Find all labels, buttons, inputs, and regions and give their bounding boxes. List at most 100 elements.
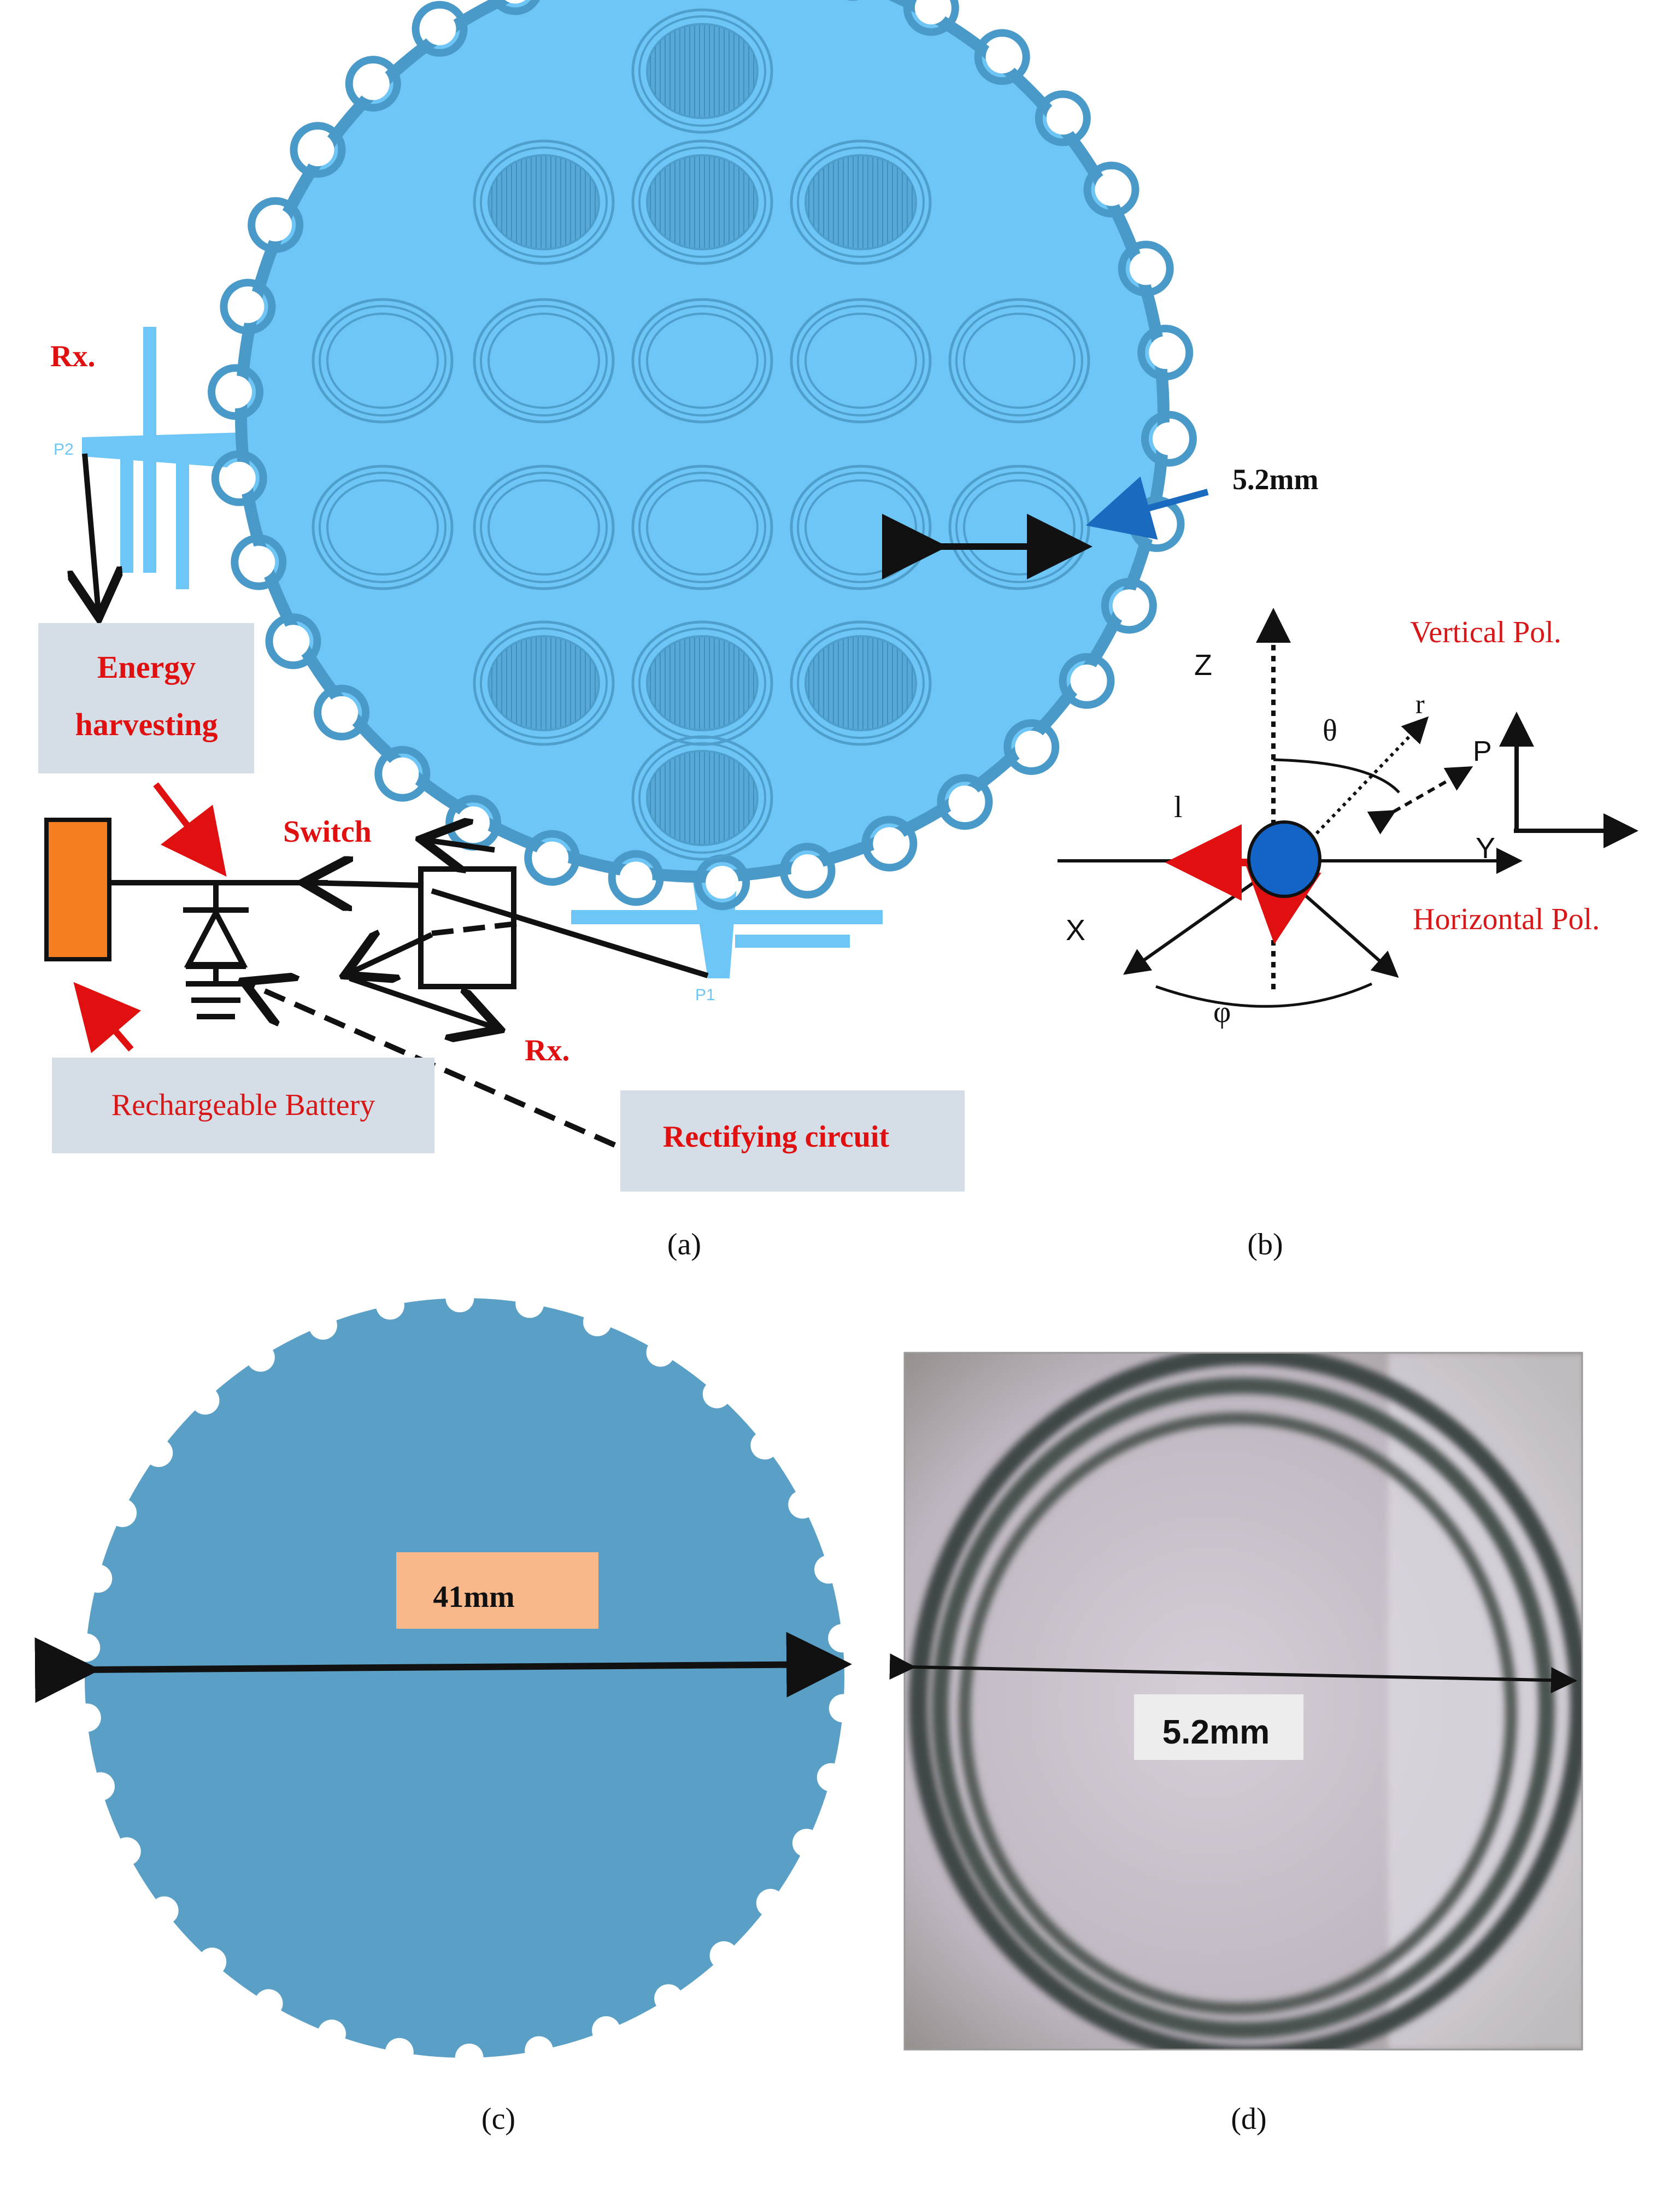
caption-a: (a) <box>667 1228 701 1261</box>
scallop-rim <box>903 0 959 36</box>
scallop-rim <box>1118 240 1174 297</box>
scallop-notch <box>914 0 948 25</box>
scallop-notch <box>317 2020 346 2049</box>
ring-middle <box>480 627 608 739</box>
scallop-notch <box>583 1307 612 1336</box>
scallop-notch <box>277 625 310 658</box>
ring-outer <box>473 620 615 746</box>
dipole-node <box>1247 820 1321 898</box>
ring-middle <box>638 146 766 258</box>
ring-outer <box>473 465 615 590</box>
panel-c: 41mm (c) <box>34 1284 857 2136</box>
ring-diameter-label-box <box>1134 1694 1303 1760</box>
ring-inner <box>646 635 759 731</box>
scallop-rim <box>1059 653 1115 709</box>
switch-label: Switch <box>283 815 372 849</box>
energy-harvesting-label-2: harvesting <box>75 707 218 742</box>
r-label: r <box>1415 689 1425 719</box>
ring-middle <box>480 305 608 416</box>
ring-inner <box>804 313 917 409</box>
scallop-notch <box>1015 730 1048 764</box>
energy-line2: harvesting <box>75 707 218 742</box>
ring-middle <box>319 472 447 583</box>
scallop-notch <box>423 12 456 45</box>
x-label: X <box>1066 914 1085 947</box>
rx-to-harvest-arrow <box>85 453 98 612</box>
vertical-pol-label: Vertical Pol. <box>1410 615 1561 649</box>
ring-middle <box>797 146 925 258</box>
phi-label: φ <box>1213 995 1231 1029</box>
ring-inner <box>804 154 917 250</box>
ring-inner <box>963 313 1076 409</box>
scallop-notch <box>386 757 419 790</box>
scallop-rim <box>694 854 750 911</box>
ring-outer <box>631 139 773 265</box>
y-label: Y <box>1476 832 1495 865</box>
scallop-rim <box>314 684 370 741</box>
scallop-notch <box>84 1564 113 1593</box>
ring-inner <box>487 313 600 409</box>
ring-inner <box>646 479 759 576</box>
ring-inner <box>804 635 917 731</box>
scallop-rim <box>220 279 276 335</box>
ring-inner <box>487 635 600 731</box>
scallop-notch <box>254 1989 283 2018</box>
rectifier-circuit <box>109 880 328 1019</box>
ring-inner <box>326 479 439 576</box>
scallop-notch <box>1149 336 1182 369</box>
scallop-rim <box>1141 410 1197 467</box>
energy-line1: Energy <box>97 649 196 685</box>
scallop-notch <box>219 375 252 409</box>
ring-outer <box>948 298 1090 424</box>
scallop-notch <box>702 1380 731 1408</box>
scallop-rim <box>265 613 321 670</box>
scallop-notch <box>985 40 1019 74</box>
ring-inner <box>487 479 600 576</box>
scallop-notch <box>385 2038 414 2067</box>
phi-arc <box>1155 982 1373 1008</box>
scallop-rim <box>290 122 346 178</box>
ring-inner <box>646 313 759 409</box>
scallop-notch <box>242 545 275 579</box>
antenna-patch-simple <box>72 1284 857 2072</box>
scallop-notch <box>646 1338 675 1367</box>
scallop-notch <box>1140 507 1173 541</box>
ring-outer <box>631 8 773 134</box>
ring-middle <box>638 472 766 583</box>
rx-out-arrow <box>349 976 495 1028</box>
scallop-rim <box>412 1 468 57</box>
p-vector <box>1367 766 1473 835</box>
scallop-notch <box>198 1947 227 1976</box>
scallop-rim <box>208 364 264 420</box>
scallop-notch <box>750 1431 779 1460</box>
diameter-arrow <box>34 1631 852 1703</box>
scallop-rim <box>937 774 993 830</box>
wire-to-switch-arrow <box>309 883 424 885</box>
scallop-notch <box>536 841 569 874</box>
l-label: l <box>1174 790 1183 824</box>
scallop-notch <box>150 1896 179 1925</box>
scallop-notch <box>791 854 824 888</box>
ring-middle <box>797 305 925 416</box>
scallop-rim <box>211 450 267 506</box>
ring-outer <box>790 139 932 265</box>
scallop-notch <box>829 1694 857 1723</box>
scallop-rim <box>608 850 664 906</box>
ring-inner <box>646 750 759 846</box>
scallop-notch <box>792 1829 821 1858</box>
ring-outer <box>790 298 932 424</box>
ring-outer <box>473 139 615 265</box>
energy-harvesting-label: Energy <box>97 649 196 685</box>
scallop-notch <box>246 1343 275 1372</box>
port-bottom-label: P1 <box>695 986 715 1004</box>
panel-d: 5.2mm (d) <box>889 1352 1583 2136</box>
scallop-rim <box>1003 719 1060 775</box>
ring-middle <box>319 305 447 416</box>
ring-outer <box>631 298 773 424</box>
scallop-notch <box>259 208 292 242</box>
scallop-notch <box>873 827 906 860</box>
scallop-notch <box>504 0 526 4</box>
scallop-notch <box>445 1284 474 1313</box>
ring-outer <box>312 465 454 590</box>
scallop-notch <box>375 1291 404 1320</box>
